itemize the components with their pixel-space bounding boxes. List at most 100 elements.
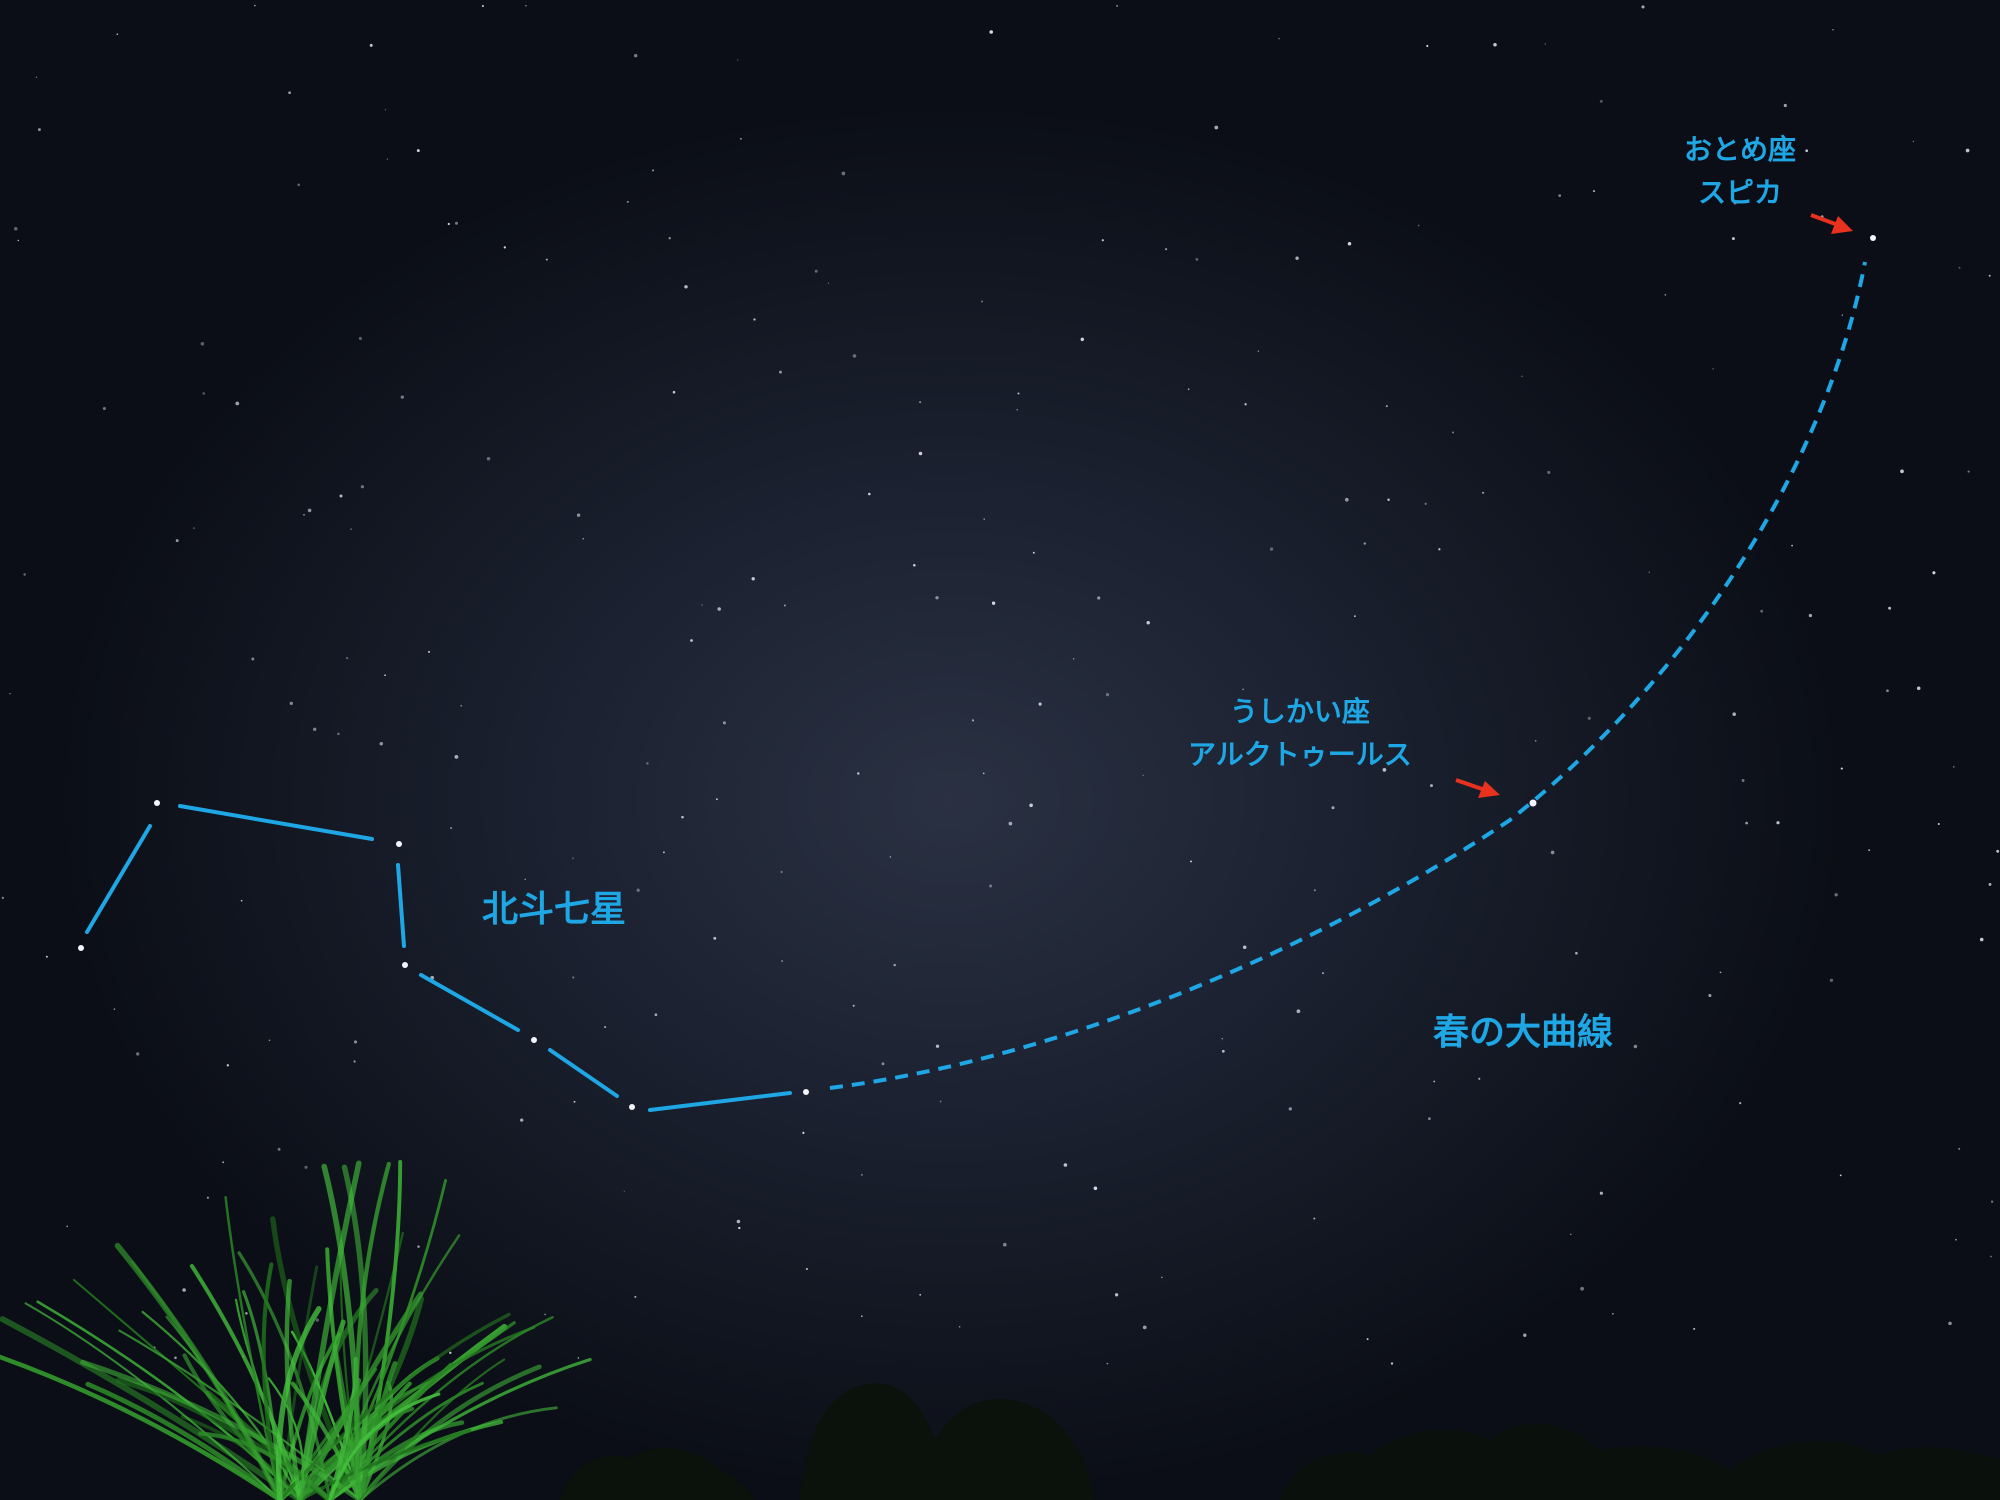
background-star bbox=[1278, 37, 1280, 40]
background-star bbox=[1142, 1325, 1147, 1330]
background-star bbox=[626, 200, 629, 203]
background-star bbox=[66, 1225, 69, 1228]
background-star bbox=[449, 1351, 452, 1355]
background-star bbox=[1242, 945, 1247, 949]
background-star bbox=[1366, 1338, 1369, 1341]
star-mizar bbox=[629, 1104, 635, 1110]
background-star bbox=[604, 1026, 607, 1029]
background-star bbox=[1017, 392, 1020, 395]
background-star bbox=[634, 54, 638, 58]
background-star bbox=[1912, 140, 1915, 143]
background-star bbox=[1438, 548, 1441, 551]
background-star bbox=[1633, 1044, 1638, 1049]
background-star bbox=[861, 1174, 863, 1176]
background-star bbox=[1760, 609, 1764, 613]
palm-frond bbox=[327, 1420, 465, 1500]
background-star bbox=[454, 755, 459, 759]
background-star bbox=[1114, 1293, 1119, 1297]
tree-silhouette-left bbox=[560, 1448, 755, 1500]
background-star bbox=[454, 221, 459, 225]
background-star bbox=[544, 1313, 546, 1316]
background-star bbox=[1932, 571, 1936, 575]
background-star bbox=[852, 354, 857, 358]
background-star bbox=[1808, 613, 1813, 618]
background-star bbox=[989, 884, 993, 888]
background-star bbox=[1612, 1312, 1614, 1315]
background-star bbox=[486, 456, 491, 461]
background-star bbox=[636, 888, 640, 892]
background-star bbox=[753, 318, 756, 321]
background-star bbox=[337, 732, 340, 736]
spring-curve-line bbox=[829, 261, 1867, 1090]
background-star bbox=[814, 269, 818, 273]
background-star bbox=[1344, 497, 1349, 502]
background-star bbox=[893, 963, 896, 967]
background-star bbox=[136, 1052, 140, 1056]
background-star bbox=[202, 392, 205, 395]
big-dipper-lines bbox=[85, 804, 792, 1112]
background-star bbox=[400, 395, 404, 399]
background-star bbox=[1242, 688, 1244, 691]
background-star bbox=[1363, 542, 1366, 545]
background-star bbox=[889, 856, 892, 858]
background-star bbox=[980, 300, 984, 303]
background-star bbox=[991, 601, 996, 605]
background-star bbox=[1988, 274, 1991, 277]
background-star bbox=[222, 1161, 225, 1164]
background-star bbox=[1732, 712, 1736, 716]
dipper-line-5 bbox=[548, 1048, 619, 1098]
background-star bbox=[303, 513, 305, 516]
background-star bbox=[1888, 606, 1892, 610]
background-star bbox=[668, 237, 671, 240]
background-star bbox=[781, 960, 784, 963]
background-star bbox=[1244, 403, 1247, 406]
background-star bbox=[193, 527, 195, 529]
background-star bbox=[345, 656, 349, 660]
background-star bbox=[1116, 4, 1119, 7]
big-dipper-label: 北斗七星 bbox=[482, 889, 627, 930]
palm-frond bbox=[80, 1359, 363, 1500]
background-star bbox=[1187, 388, 1190, 390]
background-star bbox=[634, 1295, 637, 1298]
palm-frond bbox=[357, 1361, 398, 1500]
background-star bbox=[254, 4, 256, 7]
background-star bbox=[646, 762, 649, 765]
background-star bbox=[713, 936, 717, 940]
background-star bbox=[1106, 1362, 1109, 1365]
background-star bbox=[919, 1293, 922, 1296]
background-star bbox=[1550, 850, 1555, 855]
background-star bbox=[1937, 822, 1940, 826]
background-star bbox=[1958, 1147, 1961, 1150]
background-star bbox=[1886, 689, 1889, 693]
background-star bbox=[102, 406, 106, 411]
arcturus-label: うしかい座 アルクトゥールス bbox=[1188, 690, 1412, 777]
background-star bbox=[690, 639, 693, 642]
background-star bbox=[852, 1004, 855, 1007]
background-star bbox=[1, 896, 5, 900]
background-star bbox=[805, 1267, 809, 1271]
background-star bbox=[1063, 1163, 1068, 1167]
background-star bbox=[268, 1039, 271, 1042]
background-star bbox=[736, 1219, 741, 1224]
palm-frond bbox=[297, 1160, 362, 1500]
background-star bbox=[1101, 239, 1104, 242]
background-star bbox=[175, 539, 179, 543]
background-star bbox=[573, 1100, 576, 1103]
background-star bbox=[1832, 29, 1834, 31]
background-star bbox=[1029, 803, 1033, 808]
background-star bbox=[1142, 774, 1144, 777]
background-star bbox=[1544, 43, 1546, 45]
background-star bbox=[428, 650, 430, 653]
background-star bbox=[1523, 1333, 1527, 1337]
background-star bbox=[1599, 99, 1603, 103]
background-star bbox=[251, 657, 255, 661]
background-star bbox=[353, 1040, 358, 1044]
star-merak bbox=[78, 945, 84, 951]
background-star bbox=[358, 336, 362, 341]
background-star bbox=[1840, 767, 1843, 770]
background-star bbox=[1482, 491, 1485, 494]
star-phecda bbox=[396, 841, 402, 847]
background-star bbox=[739, 137, 742, 140]
background-star bbox=[23, 573, 27, 576]
